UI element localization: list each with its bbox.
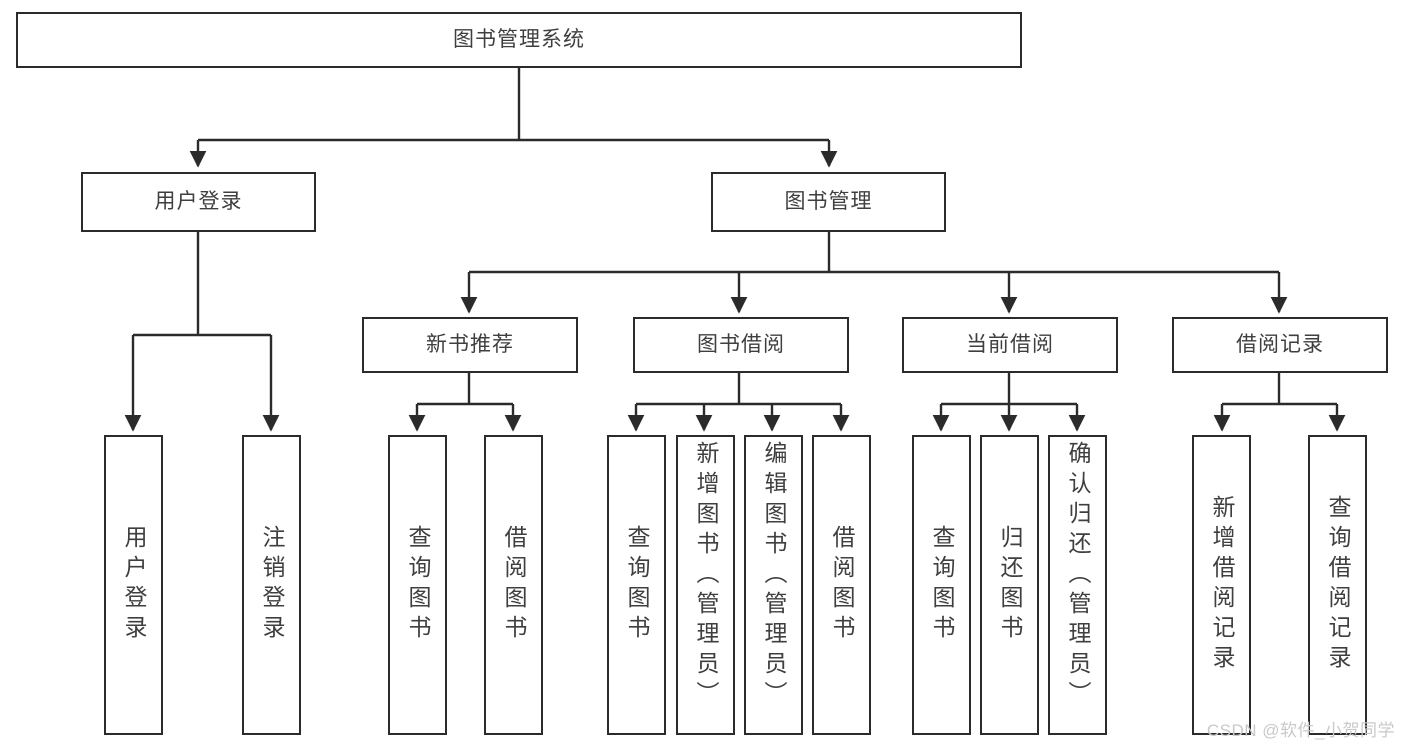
node-label: 用户登录 [121,525,147,645]
node-borrow-record[interactable]: 借阅记录 [1172,317,1388,373]
node-root-book-management-system[interactable]: 图书管理系统 [16,12,1022,68]
node-current-borrow[interactable]: 当前借阅 [902,317,1118,373]
leaf-query-book-borrow[interactable]: 查询图书 [607,435,666,735]
node-label: 查询图书 [624,525,650,645]
node-label: 图书借阅 [697,332,785,356]
leaf-edit-book-admin[interactable]: 编辑图书（管理员） [744,435,803,735]
node-label: 编辑图书（管理员） [761,441,787,711]
node-new-book-recommend[interactable]: 新书推荐 [362,317,578,373]
node-label: 用户登录 [154,189,243,213]
node-book-management[interactable]: 图书管理 [711,172,946,232]
node-label: 查询图书 [929,525,955,645]
leaf-add-book-admin[interactable]: 新增图书（管理员） [676,435,735,735]
leaf-query-book-recommend[interactable]: 查询图书 [388,435,447,735]
node-label: 图书管理系统 [453,27,585,51]
leaf-borrow-book-recommend[interactable]: 借阅图书 [484,435,543,735]
leaf-confirm-return-admin[interactable]: 确认归还（管理员） [1048,435,1107,735]
leaf-user-login[interactable]: 用户登录 [104,435,163,735]
node-label: 新增图书（管理员） [693,441,719,711]
leaf-query-borrow-record[interactable]: 查询借阅记录 [1308,435,1367,735]
leaf-logout[interactable]: 注销登录 [242,435,301,735]
node-label: 当前借阅 [966,332,1054,356]
node-label: 注销登录 [259,525,285,645]
node-label: 借阅图书 [501,525,527,645]
leaf-borrow-book[interactable]: 借阅图书 [812,435,871,735]
node-user-login[interactable]: 用户登录 [81,172,316,232]
leaf-query-book-current[interactable]: 查询图书 [912,435,971,735]
node-label: 借阅记录 [1236,332,1324,356]
node-label: 借阅图书 [829,525,855,645]
node-label: 查询图书 [405,525,431,645]
node-label: 图书管理 [784,189,873,213]
leaf-return-book[interactable]: 归还图书 [980,435,1039,735]
node-label: 归还图书 [997,525,1023,645]
node-label: 新增借阅记录 [1209,495,1235,675]
node-book-borrow[interactable]: 图书借阅 [633,317,849,373]
node-label: 确认归还（管理员） [1065,441,1091,711]
csdn-watermark: CSDN @软件_小贺同学 [1206,721,1395,740]
node-label: 查询借阅记录 [1325,495,1351,675]
node-label: 新书推荐 [426,332,514,356]
leaf-add-borrow-record[interactable]: 新增借阅记录 [1192,435,1251,735]
